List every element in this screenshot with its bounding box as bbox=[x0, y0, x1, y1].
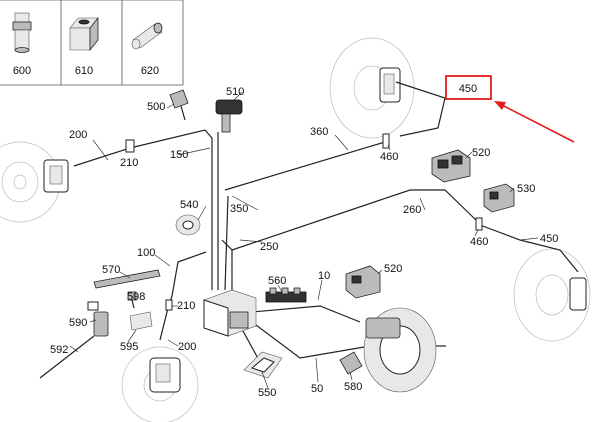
callout-150: 150 bbox=[170, 149, 188, 161]
highlight-box bbox=[445, 75, 492, 100]
part-570-strip bbox=[93, 269, 161, 289]
callout-260: 260 bbox=[403, 204, 421, 216]
callout-595: 595 bbox=[120, 341, 138, 353]
legend-label-610: 610 bbox=[75, 65, 93, 77]
rear-right-brake-disc bbox=[513, 248, 591, 342]
callout-520-bottom: 520 bbox=[384, 263, 402, 275]
callout-580: 580 bbox=[344, 381, 362, 393]
callout-250: 250 bbox=[260, 241, 278, 253]
part-210-bottom-fitting bbox=[165, 299, 173, 311]
callout-550: 550 bbox=[258, 387, 276, 399]
part-210-top-fitting bbox=[125, 139, 135, 153]
callout-570: 570 bbox=[102, 264, 120, 276]
part-500-screw bbox=[169, 89, 189, 121]
brake-lines bbox=[73, 81, 579, 363]
callout-350: 350 bbox=[230, 203, 248, 215]
abs-hydraulic-unit bbox=[203, 289, 257, 337]
hex-nut-icon bbox=[69, 16, 99, 52]
highlight-450: 450 bbox=[445, 75, 575, 143]
legend-label-620: 620 bbox=[141, 65, 159, 77]
callout-labels: 200 210 500 510 150 360 460 520 530 540 … bbox=[50, 86, 558, 399]
rear-left-brake-disc bbox=[121, 346, 199, 422]
legend-table: 600 610 620 bbox=[0, 0, 184, 86]
callout-210-top: 210 bbox=[120, 157, 138, 169]
callout-500: 500 bbox=[147, 101, 165, 113]
bolt-with-nut-icon bbox=[12, 12, 32, 53]
part-540-grommet bbox=[175, 214, 201, 236]
callout-590: 590 bbox=[69, 317, 87, 329]
legend-label-600: 600 bbox=[13, 65, 31, 77]
callout-560: 560 bbox=[268, 275, 286, 287]
callout-460-top: 460 bbox=[380, 151, 398, 163]
arrowhead-icon bbox=[494, 101, 506, 110]
part-520-bottom-bracket bbox=[345, 265, 381, 299]
callout-460-right: 460 bbox=[470, 236, 488, 248]
leader-lines bbox=[69, 91, 539, 389]
cylinder-sleeve-icon bbox=[131, 22, 163, 50]
part-550-grommet bbox=[243, 351, 283, 379]
callout-510: 510 bbox=[226, 86, 244, 98]
part-595-bracket bbox=[129, 311, 153, 331]
part-460-top-clip bbox=[382, 133, 390, 149]
part-560-clips bbox=[265, 287, 307, 303]
callout-520-top: 520 bbox=[472, 147, 490, 159]
callout-598: 598 bbox=[127, 291, 145, 303]
highlight-arrow bbox=[499, 103, 575, 143]
part-520-top-bracket bbox=[431, 149, 471, 183]
front-right-brake-disc bbox=[329, 37, 415, 139]
callout-200-top: 200 bbox=[69, 129, 87, 141]
callout-210-bottom: 210 bbox=[177, 300, 195, 312]
part-460-right-clip bbox=[475, 217, 483, 231]
callout-10: 10 bbox=[318, 270, 330, 282]
callout-450-right: 450 bbox=[540, 233, 558, 245]
part-590-sensor bbox=[39, 301, 109, 379]
part-530-bracket bbox=[483, 183, 515, 213]
brake-booster bbox=[363, 307, 446, 393]
callout-450-top: 450 bbox=[459, 83, 477, 95]
front-left-brake-disc bbox=[0, 141, 69, 223]
callout-100: 100 bbox=[137, 247, 155, 259]
callout-592: 592 bbox=[50, 344, 68, 356]
callout-360: 360 bbox=[310, 126, 328, 138]
callout-50: 50 bbox=[311, 383, 323, 395]
callout-530: 530 bbox=[517, 183, 535, 195]
callout-200-bottom: 200 bbox=[178, 341, 196, 353]
part-580-pad bbox=[339, 351, 363, 375]
part-510-connector bbox=[215, 99, 243, 133]
callout-540: 540 bbox=[180, 199, 198, 211]
